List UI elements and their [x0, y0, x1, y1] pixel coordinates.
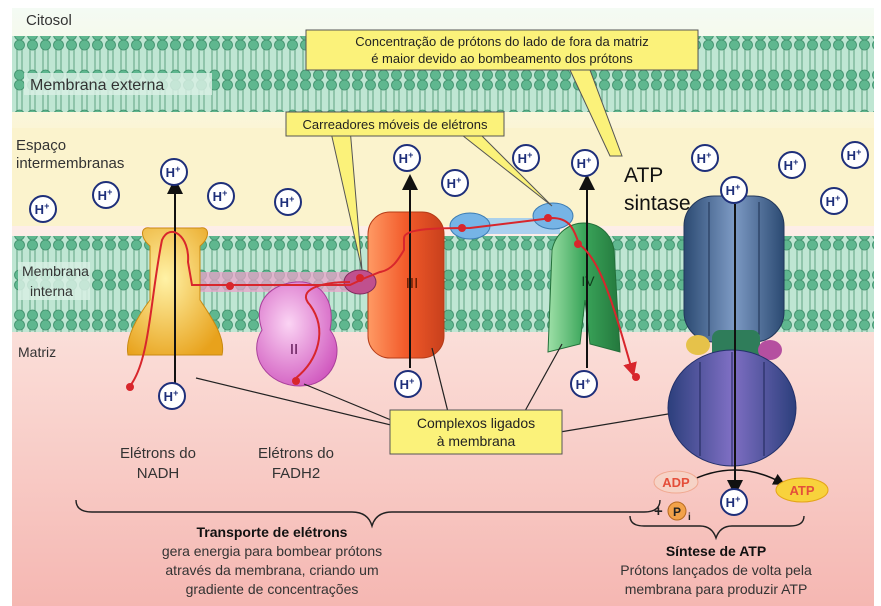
electron-dot-c-1	[458, 224, 466, 232]
proton-badge: H+	[692, 145, 718, 171]
complex-iii-label: III	[406, 275, 419, 292]
transport-line-1: gera energia para bombear prótons	[162, 543, 382, 559]
synthase-subunit-yellow	[686, 335, 710, 355]
label-outer-membrane: Membrana externa	[30, 77, 164, 94]
atp-label: ATP	[789, 483, 814, 498]
proton-badge: H+	[161, 159, 187, 185]
mobile-carriers-text: Carreadores móveis de elétrons	[303, 117, 488, 132]
transport-line-2: através da membrana, criando um	[165, 562, 378, 578]
proton-badge: H+	[159, 383, 185, 409]
transport-title: Transporte de elétrons	[197, 524, 348, 540]
complex-ii	[257, 282, 337, 386]
complex-iv-label: IV	[581, 273, 595, 289]
proton-badge: H+	[721, 177, 747, 203]
proton-badge: H+	[275, 189, 301, 215]
synthesis-title: Síntese de ATP	[666, 543, 766, 559]
proton-badge: H+	[513, 145, 539, 171]
proton-badge: H+	[571, 371, 597, 397]
proton-badge: H+	[821, 188, 847, 214]
label-matrix: Matriz	[18, 344, 56, 360]
electron-dot-iv	[574, 240, 582, 248]
label-intermembrane-2: intermembranas	[16, 155, 124, 172]
label-inner-membrane-2: interna	[30, 283, 73, 299]
complexes-line-2: à membrana	[437, 433, 516, 449]
atp-synthase-label-2: sintase	[624, 192, 691, 215]
proton-badge: H+	[572, 150, 598, 176]
proton-badge: H+	[395, 371, 421, 397]
complex-ii-label: II	[290, 341, 298, 358]
proton-badge: H+	[394, 145, 420, 171]
nadh-source-2: NADH	[137, 465, 180, 482]
concentration-line-2: é maior devido ao bombeamento dos próton…	[371, 51, 633, 66]
electron-dot-fadh2	[292, 377, 300, 385]
proton-badge: H+	[30, 196, 56, 222]
proton-badge: H+	[779, 152, 805, 178]
fadh2-source-1: Elétrons do	[258, 445, 334, 462]
label-inner-membrane-1: Membrana	[22, 263, 89, 279]
atp-synthase-label-1: ATP	[624, 164, 663, 187]
proton-badge: H+	[93, 182, 119, 208]
cytochrome-c-carrier	[533, 203, 573, 229]
fadh2-source-2: FADH2	[272, 465, 320, 482]
phosphate-label: P	[673, 505, 681, 519]
electron-dot-c-2	[544, 214, 552, 222]
label-cytosol: Citosol	[26, 12, 72, 29]
electron-dot-end	[632, 373, 640, 381]
electron-dot-q-2	[356, 274, 364, 282]
synthesis-line-1: Prótons lançados de volta pela	[620, 562, 812, 578]
nadh-source-1: Elétrons do	[120, 445, 196, 462]
synthesis-line-2: membrana para produzir ATP	[625, 581, 808, 597]
proton-badge: H+	[721, 489, 747, 515]
proton-badge: H+	[842, 142, 868, 168]
proton-badge: H+	[442, 170, 468, 196]
transport-line-3: gradiente de concentrações	[186, 581, 359, 597]
label-intermembrane-1: Espaço	[16, 137, 66, 154]
electron-dot-q-1	[226, 282, 234, 290]
electron-dot-nadh	[126, 383, 134, 391]
phosphate-subscript: i	[688, 512, 691, 523]
proton-badge: H+	[208, 183, 234, 209]
concentration-line-1: Concentração de prótons do lado de fora …	[355, 34, 648, 49]
complexes-line-1: Complexos ligados	[417, 415, 535, 431]
adp-label: ADP	[662, 475, 690, 490]
